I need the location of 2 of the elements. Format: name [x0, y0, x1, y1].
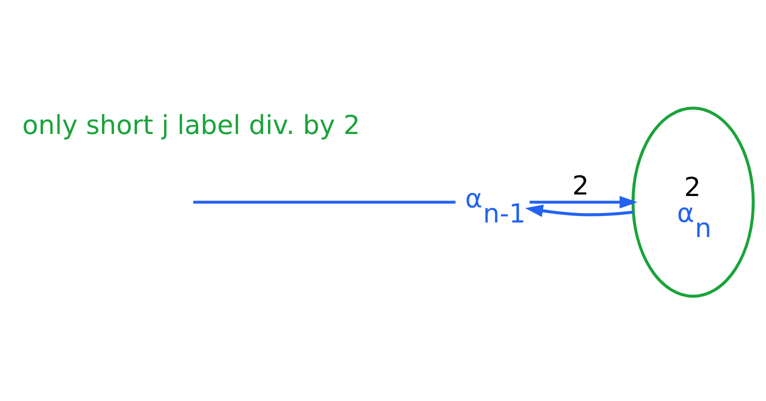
edge-label: 2	[572, 171, 589, 202]
label: only short j label div. by 2	[22, 110, 360, 140]
